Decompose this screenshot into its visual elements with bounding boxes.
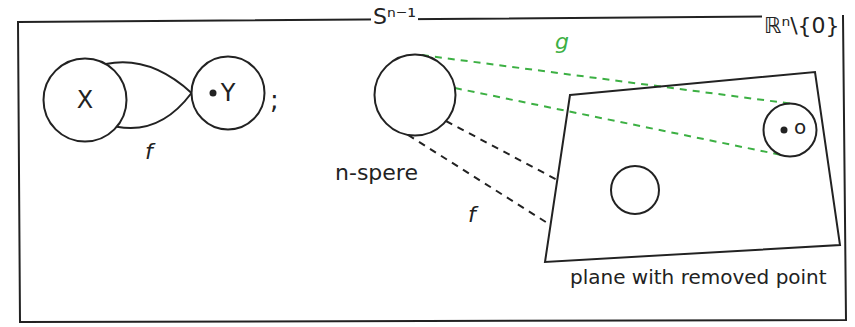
origin-circle-outline — [762, 102, 818, 158]
map-label: f — [466, 203, 478, 227]
point-dot — [781, 127, 788, 134]
map-label: f — [143, 140, 155, 164]
node-text: o — [792, 116, 808, 138]
node-text: n-spere — [333, 161, 420, 185]
plane-parallelogram: ℝⁿ\{0}plane with removed pointo — [540, 66, 845, 266]
mapping-line — [408, 121, 557, 225]
circle-outline — [375, 55, 456, 136]
plane-outline — [545, 72, 840, 262]
node-text: Sⁿ⁻¹ — [371, 5, 418, 29]
circle-outline — [764, 104, 817, 157]
sphere-circle-outline — [373, 53, 457, 137]
mapping-line — [106, 62, 192, 128]
node-text: ℝⁿ\{0} — [762, 14, 842, 38]
separator-mark: ; — [268, 86, 281, 115]
set-circle: X — [42, 57, 128, 143]
image-circle — [611, 166, 659, 214]
set-circle: Y — [190, 55, 266, 131]
sphere-circle: Sⁿ⁻¹n-spere — [373, 53, 457, 137]
point-dot — [210, 90, 217, 97]
sketch-frame — [18, 16, 846, 322]
node-text-run: X — [77, 86, 93, 114]
node-text: X — [42, 57, 128, 143]
node-text-run: Y — [221, 79, 236, 107]
map-label: g — [553, 30, 571, 54]
circle-outline — [192, 57, 265, 130]
node-text: plane with removed point — [568, 266, 842, 288]
mapping-line — [422, 55, 790, 155]
origin-circle: o — [762, 102, 818, 158]
plane-parallelogram-outline — [540, 66, 845, 266]
node-text: Y — [190, 55, 266, 131]
circle-outline — [44, 59, 127, 142]
